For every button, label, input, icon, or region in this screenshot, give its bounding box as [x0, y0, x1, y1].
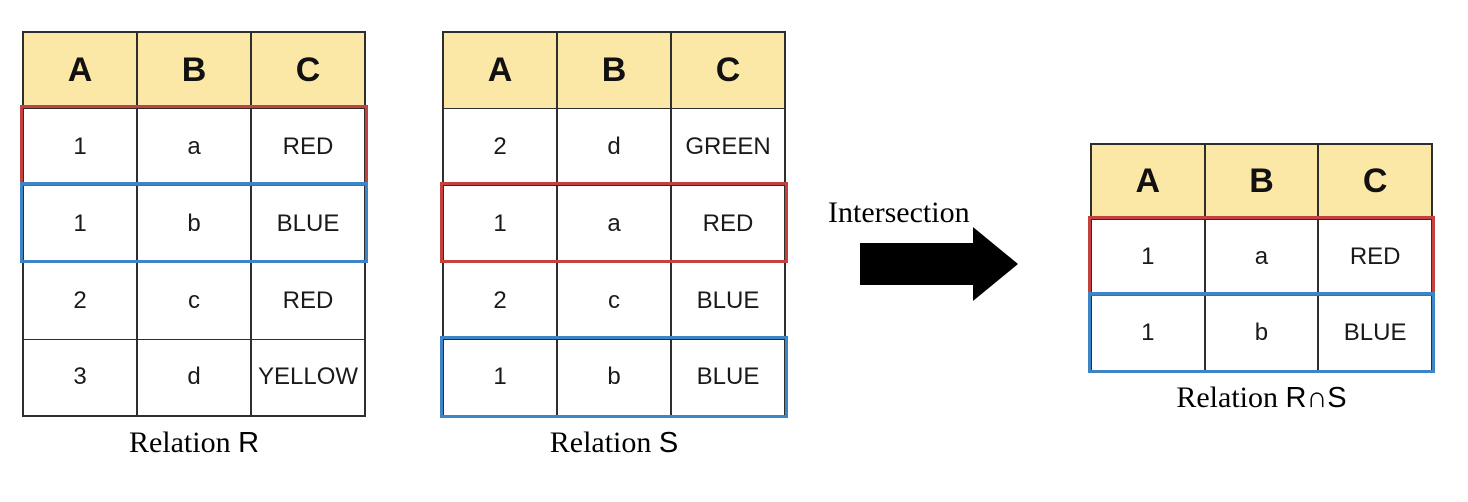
table-cell: BLUE [670, 261, 786, 340]
table-cell: 1 [22, 107, 138, 186]
table-cell: b [1203, 294, 1320, 372]
caption-prefix: Relation [549, 426, 659, 459]
table-cell: d [556, 107, 672, 186]
relation-s-block: A B C 2 d GREEN 1 a RED 2 c BLUE 1 b [440, 31, 788, 460]
table-row: 1 b BLUE [22, 184, 366, 263]
relation-result-caption: Relation R∩S [1090, 381, 1433, 415]
table-cell: BLUE [250, 184, 366, 263]
table-cell: 2 [442, 107, 558, 186]
caption-symbol: S [658, 427, 679, 459]
relation-r-block: A B C 1 a RED 1 b BLUE 2 c RED 3 d [20, 31, 368, 460]
column-header: C [1317, 143, 1433, 220]
table-cell: 1 [1090, 294, 1206, 372]
caption-prefix: Relation [1176, 381, 1286, 414]
relation-result-block: A B C 1 a RED 1 b BLUE Relation R∩S [1088, 143, 1435, 415]
table-row: 1 a RED [1090, 218, 1433, 296]
column-header: B [556, 31, 672, 109]
table-cell: BLUE [1317, 294, 1433, 372]
table-cell: c [136, 261, 252, 340]
table-header-row: A B C [1090, 143, 1433, 220]
table-cell: 1 [22, 184, 138, 263]
right-arrow-icon [860, 227, 1018, 301]
table-cell: GREEN [670, 107, 786, 186]
table-cell: RED [250, 107, 366, 186]
column-header: B [136, 31, 252, 109]
table-row: 2 c BLUE [442, 261, 786, 340]
relation-s-caption: Relation S [442, 426, 786, 460]
relation-s-table: A B C 2 d GREEN 1 a RED 2 c BLUE 1 b [442, 31, 786, 417]
table-cell: 2 [22, 261, 138, 340]
table-cell: d [136, 338, 252, 417]
table-cell: b [136, 184, 252, 263]
table-header-row: A B C [442, 31, 786, 109]
column-header: A [442, 31, 558, 109]
caption-symbol: R∩S [1285, 382, 1347, 414]
caption-prefix: Relation [128, 426, 239, 459]
column-header: B [1203, 143, 1320, 220]
table-header-row: A B C [22, 31, 366, 109]
operation-label: Intersection [828, 196, 970, 229]
table-cell: 3 [22, 338, 138, 417]
table-cell: a [136, 107, 252, 186]
relation-r-table: A B C 1 a RED 1 b BLUE 2 c RED 3 d [22, 31, 366, 417]
table-cell: 1 [1090, 218, 1206, 296]
relation-r-caption: Relation R [22, 426, 366, 460]
column-header: A [1090, 143, 1206, 220]
table-row: 1 b BLUE [1090, 294, 1433, 372]
table-row: 1 a RED [22, 107, 366, 186]
table-cell: BLUE [670, 338, 786, 417]
table-cell: a [1203, 218, 1320, 296]
table-cell: RED [1317, 218, 1433, 296]
table-cell: YELLOW [250, 338, 366, 417]
table-cell: RED [250, 261, 366, 340]
table-cell: c [556, 261, 672, 340]
relation-result-table: A B C 1 a RED 1 b BLUE [1090, 143, 1433, 372]
table-row: 3 d YELLOW [22, 338, 366, 417]
table-row: 2 d GREEN [442, 107, 786, 186]
table-cell: 2 [442, 261, 558, 340]
column-header: C [670, 31, 786, 109]
table-row: 1 a RED [442, 184, 786, 263]
table-cell: a [556, 184, 672, 263]
table-cell: 1 [442, 184, 558, 263]
caption-symbol: R [238, 427, 260, 459]
column-header: C [250, 31, 366, 109]
table-cell: b [556, 338, 672, 417]
intersection-operation: Intersection [828, 196, 1028, 308]
column-header: A [22, 31, 138, 109]
table-row: 1 b BLUE [442, 338, 786, 417]
table-row: 2 c RED [22, 261, 366, 340]
table-cell: RED [670, 184, 786, 263]
table-cell: 1 [442, 338, 558, 417]
